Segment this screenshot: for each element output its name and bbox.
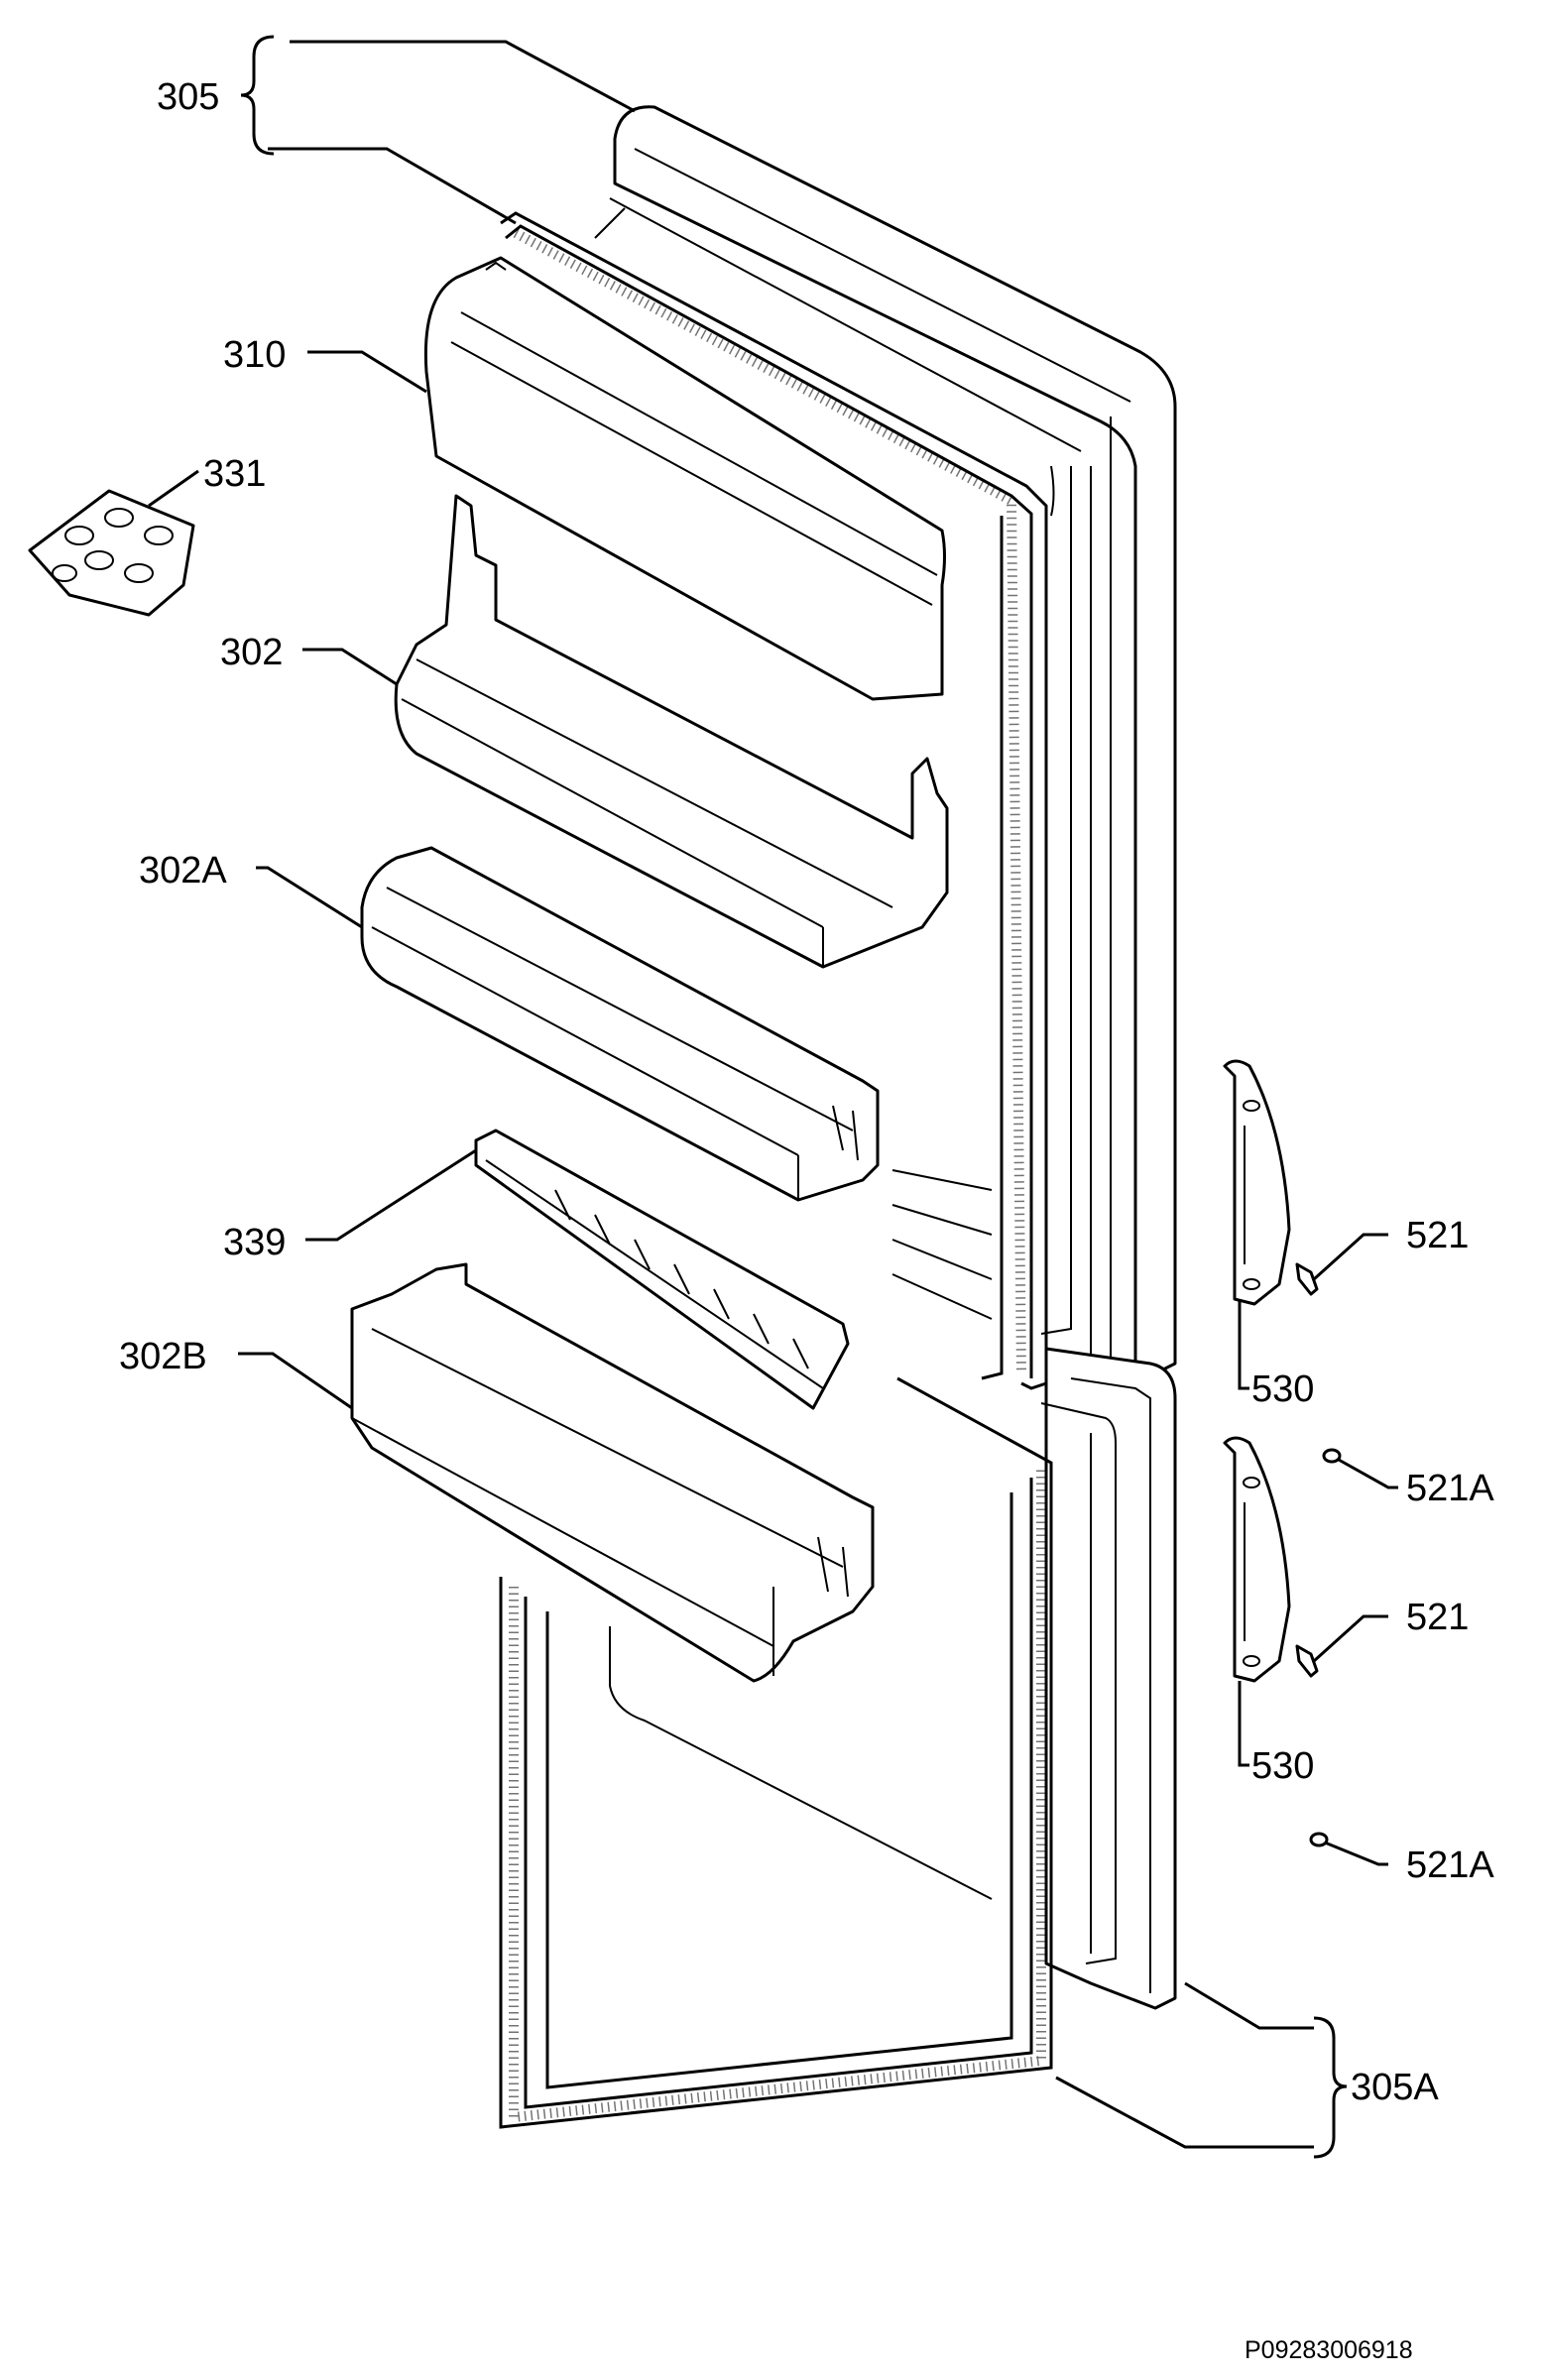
label-521-lower: 521: [1406, 1597, 1469, 1638]
part-521-screw-upper: [1295, 1262, 1319, 1296]
part-530-handle-lower: [1223, 1436, 1291, 1683]
part-521-screw-lower: [1295, 1644, 1319, 1678]
part-302-door-shelf: [394, 494, 949, 969]
label-310: 310: [223, 334, 286, 376]
lower-door-panel: [1040, 1347, 1177, 2010]
label-305: 305: [157, 76, 219, 118]
label-521-upper: 521: [1406, 1215, 1469, 1256]
label-302: 302: [220, 632, 283, 673]
label-305a: 305A: [1351, 2067, 1439, 2108]
leader-lines: [148, 40, 1398, 2149]
label-521a-upper: 521A: [1406, 1468, 1494, 1509]
part-521a-plug-lower: [1309, 1832, 1329, 1847]
part-339-bottle-retainer: [474, 1129, 850, 1410]
part-302a-bottle-shelf: [360, 846, 880, 1202]
diagram-code: P09283006918: [1245, 2336, 1413, 2364]
lower-door-gasket: [499, 1376, 1053, 2129]
label-302a: 302A: [139, 850, 227, 892]
part-302b-lower-shelf: [350, 1262, 875, 1683]
part-521a-plug-upper: [1322, 1448, 1342, 1464]
label-521a-lower: 521A: [1406, 1844, 1494, 1886]
label-530-upper: 530: [1251, 1368, 1314, 1410]
label-339: 339: [223, 1222, 286, 1263]
brace-305: [240, 35, 275, 156]
brace-305a: [1313, 2016, 1348, 2159]
part-labels: 305 310 331 302 302A 339 302B 521 530 52…: [119, 76, 1494, 2108]
label-331: 331: [203, 453, 266, 495]
part-310-dairy-lid: [423, 256, 946, 701]
label-302b: 302B: [119, 1336, 207, 1377]
upper-door-gasket: [500, 211, 1048, 1390]
label-530-lower: 530: [1251, 1745, 1314, 1787]
part-331-egg-tray: [28, 489, 195, 617]
part-530-handle-upper: [1223, 1059, 1291, 1306]
